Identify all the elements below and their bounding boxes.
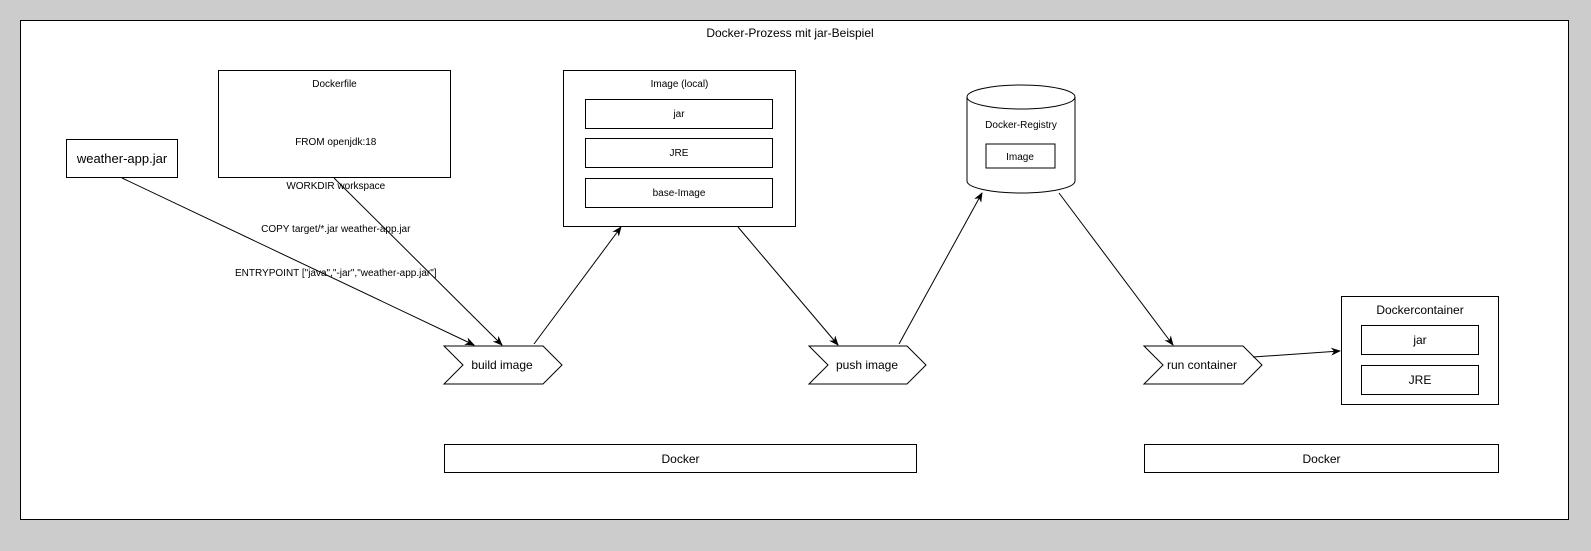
container-title: Dockercontainer — [1376, 303, 1464, 317]
registry-cylinder: Docker-Registry Image — [966, 84, 1076, 194]
dockerfile-line: FROM openjdk:18 — [295, 137, 377, 148]
local-image-layer-jar: jar — [585, 99, 773, 129]
registry-image-box — [985, 143, 1056, 169]
arrow-dockerfile-to-build — [333, 177, 503, 346]
run-container-step: run container — [1142, 345, 1263, 385]
dockerfile-line: COPY target/*.jar weather-app.jar — [261, 224, 411, 235]
arrow-build-to-image — [533, 226, 622, 345]
build-image-step: build image — [442, 345, 563, 385]
push-image-label: push image — [836, 358, 898, 372]
docker-bar-label: Docker — [1302, 451, 1341, 466]
local-image-layer-jre: JRE — [585, 138, 773, 168]
run-container-label: run container — [1167, 358, 1237, 372]
docker-bar-run: Docker — [1144, 444, 1499, 473]
arrow-jar-to-build — [121, 177, 475, 346]
registry-title: Docker-Registry — [985, 120, 1057, 131]
layer-label: base-Image — [652, 187, 706, 199]
arrow-push-to-registry — [898, 192, 983, 345]
dockerfile-lines: FROM openjdk:18 WORKDIR workspace COPY t… — [235, 107, 437, 310]
diagram-title: Docker-Prozess mit jar-Beispiel — [706, 26, 874, 40]
dockerfile-box: Dockerfile FROM openjdk:18 WORKDIR works… — [218, 70, 451, 279]
container-layer-jre: JRE — [1361, 365, 1479, 395]
layer-label: JRE — [1408, 373, 1432, 387]
docker-bar-build-push: Docker — [444, 444, 917, 473]
jar-file-label: weather-app.jar — [76, 151, 168, 166]
dockerfile-title: Dockerfile — [312, 79, 357, 90]
arrow-image-to-push — [737, 226, 839, 346]
container-layer-jar: jar — [1361, 325, 1479, 355]
local-image-layer-base: base-Image — [585, 178, 773, 208]
layer-label: jar — [673, 108, 685, 120]
dockerfile-line: ENTRYPOINT ["java","-jar","weather-app.j… — [235, 267, 437, 279]
dockerfile-line: WORKDIR workspace — [286, 180, 386, 192]
local-image-title: Image (local) — [650, 79, 709, 90]
docker-bar-label: Docker — [661, 451, 700, 466]
layer-label: jar — [1413, 333, 1427, 347]
push-image-step: push image — [807, 345, 927, 385]
arrow-run-to-container — [1252, 347, 1341, 358]
layer-label: JRE — [669, 147, 689, 159]
arrow-registry-to-run — [1058, 192, 1174, 346]
build-image-label: build image — [471, 358, 533, 372]
registry-image-label: Image — [1006, 152, 1034, 163]
jar-file-box: weather-app.jar — [66, 139, 178, 178]
